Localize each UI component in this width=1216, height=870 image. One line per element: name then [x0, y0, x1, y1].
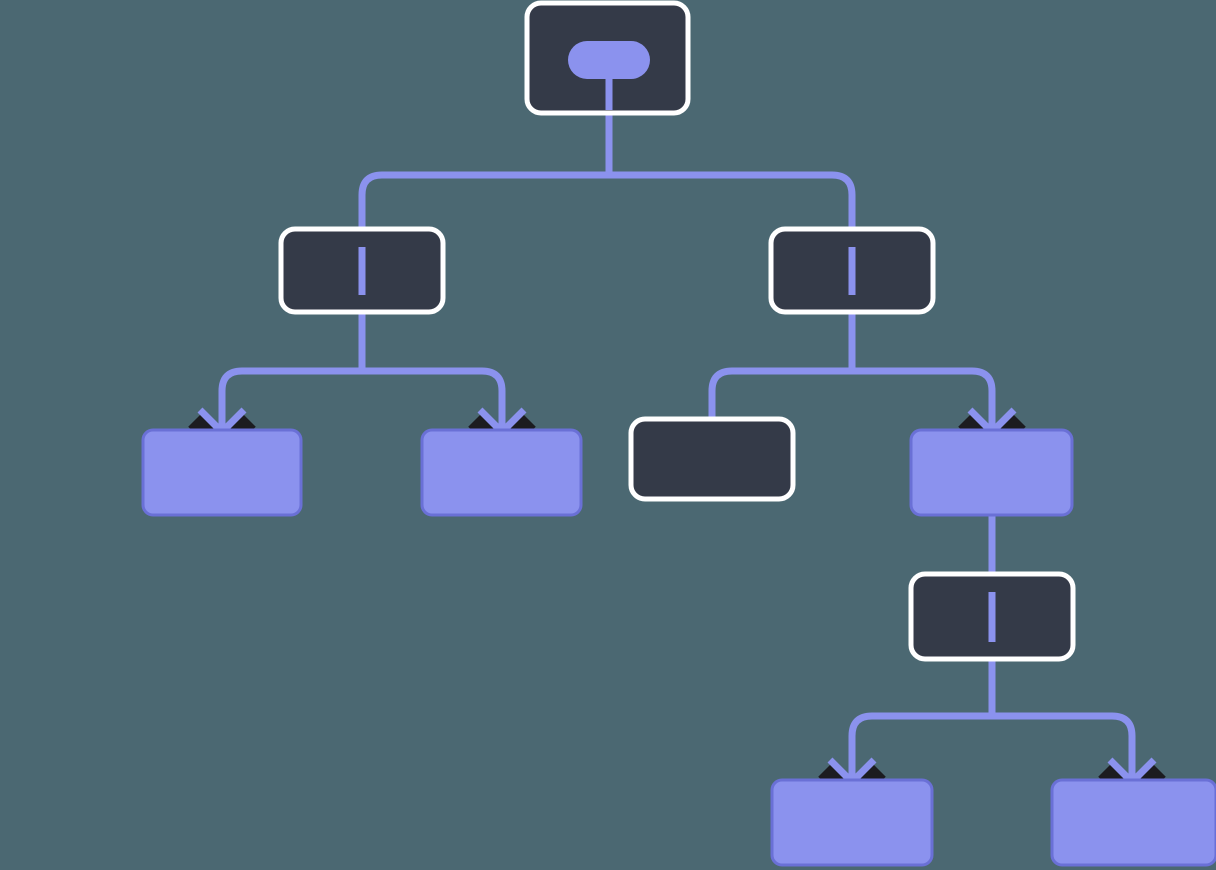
node-l5-a-box[interactable]	[770, 778, 934, 867]
node-l3-b[interactable]	[420, 428, 583, 517]
node-l5-b[interactable]	[1050, 778, 1216, 867]
edge-l4-to-l5b[interactable]	[992, 712, 1136, 782]
edge-layer	[218, 110, 1136, 782]
edge-l4-to-l5a[interactable]	[848, 712, 992, 782]
edge-l2right-to-l3d[interactable]	[852, 367, 996, 432]
node-root-pill[interactable]	[568, 41, 650, 79]
node-l3-a[interactable]	[141, 428, 303, 517]
edge-l2left-to-l3b[interactable]	[362, 367, 506, 432]
node-l3-b-box[interactable]	[420, 428, 583, 517]
node-l3-c[interactable]	[628, 416, 796, 502]
node-l3-d[interactable]	[909, 428, 1074, 517]
edge-l2left-to-l3a[interactable]	[218, 367, 362, 432]
node-l3-a-box[interactable]	[141, 428, 303, 517]
edge-root-split-left[interactable]	[358, 171, 609, 229]
edge-l2right-to-l3c[interactable]	[708, 367, 852, 418]
node-l3-d-box[interactable]	[909, 428, 1074, 517]
node-l4[interactable]	[908, 571, 1076, 662]
node-l3-c-box[interactable]	[628, 416, 796, 502]
node-l5-b-box[interactable]	[1050, 778, 1216, 867]
node-root[interactable]	[524, 0, 691, 116]
node-l5-a[interactable]	[770, 778, 934, 867]
node-l2-left[interactable]	[278, 226, 446, 315]
edge-root-split-right[interactable]	[609, 171, 856, 229]
node-l2-right[interactable]	[768, 226, 936, 315]
